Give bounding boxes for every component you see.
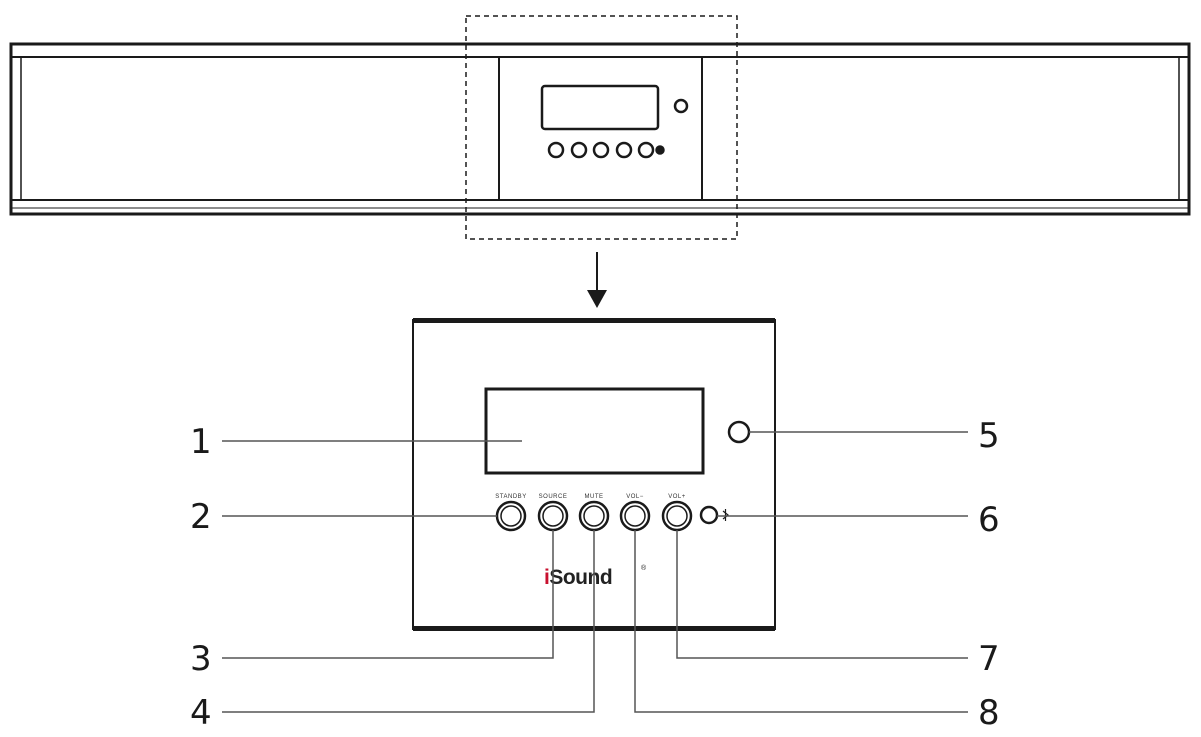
vol-up-button[interactable]	[661, 500, 693, 532]
soundbar-outer-frame	[9, 42, 1191, 216]
leader-4	[222, 530, 595, 713]
callout-5: 5	[978, 416, 1000, 456]
leader-7	[676, 530, 968, 659]
brand-logo-text: Sound	[549, 566, 612, 589]
callout-3: 3	[190, 639, 212, 679]
callout-6: 6	[978, 500, 1000, 540]
vol-down-button[interactable]	[619, 500, 651, 532]
callout-7: 7	[978, 639, 1000, 679]
callout-leaders	[222, 431, 968, 713]
overview-display	[540, 84, 660, 131]
overview-control-panel	[498, 56, 703, 201]
callout-numbers: 1 2 3 4 5 6 7 8	[190, 416, 1000, 733]
vol-down-label: VOL−	[626, 494, 644, 500]
zoom-region-box	[465, 15, 738, 240]
callout-8: 8	[978, 693, 1000, 733]
mute-label: MUTE	[585, 494, 604, 500]
standby-label: STANDBY	[495, 494, 526, 500]
brand-logo-i: i	[544, 566, 549, 589]
soundbar-overview	[9, 15, 1191, 240]
brand-logo: iSound	[544, 566, 612, 589]
bluetooth-icon	[722, 509, 729, 521]
overview-button-row	[547, 141, 665, 159]
arrow-down-icon	[587, 252, 607, 308]
callout-4: 4	[190, 693, 212, 733]
lcd-display	[484, 387, 705, 475]
source-button[interactable]	[537, 500, 569, 532]
leader-8	[634, 530, 968, 713]
source-label: SOURCE	[539, 494, 568, 500]
brand-registered-mark: ®	[641, 564, 647, 572]
leader-3	[222, 530, 554, 659]
bluetooth-indicator	[699, 505, 719, 525]
callout-2: 2	[190, 497, 212, 537]
mute-button[interactable]	[578, 500, 610, 532]
panel-top-band	[413, 318, 775, 323]
callout-1: 1	[190, 422, 212, 462]
ir-sensor	[727, 420, 751, 444]
standby-button[interactable]	[495, 500, 527, 532]
vol-up-label: VOL+	[668, 494, 686, 500]
overview-ir-sensor	[673, 98, 689, 114]
